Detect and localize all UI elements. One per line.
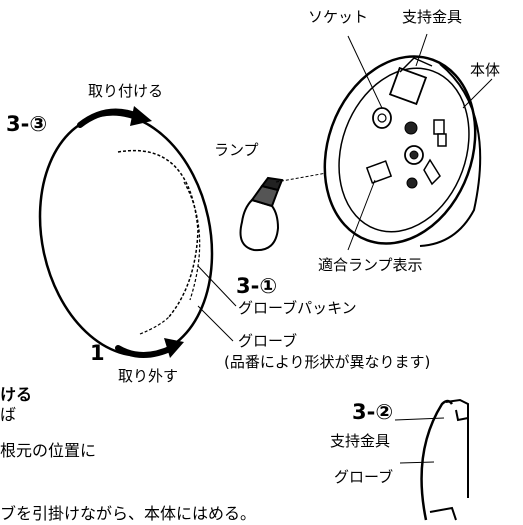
remove-arrow: [115, 338, 184, 358]
socket-label: ソケット: [308, 8, 369, 26]
globe-illustration: [38, 113, 214, 357]
instruction-line-2-fragment: 根元の位置に: [0, 441, 97, 460]
globe-packing-label: グローブパッキン: [238, 299, 357, 317]
detail-globe-label: グローブ: [334, 468, 394, 486]
main-body-label: 本体: [470, 61, 501, 79]
globe-note: (品番により形状が異なります): [224, 353, 431, 371]
lamp-bulb: [239, 176, 284, 252]
main-body-illustration: [323, 55, 482, 247]
remove-label: 取り外す: [118, 367, 179, 385]
attach-label: 取り付ける: [88, 82, 164, 100]
lamp-label: ランプ: [214, 141, 259, 159]
detail-support-bracket-label: 支持金具: [330, 432, 391, 450]
compatible-lamp-display-label: 適合ランプ表示: [318, 256, 423, 274]
attach-arrow: [77, 106, 152, 128]
step-3-2-label: 3-②: [352, 400, 394, 424]
leader-lines: [197, 33, 493, 342]
step-3-1-label: 3-①: [236, 274, 278, 298]
instruction-line-1-fragment: ば: [0, 405, 17, 424]
instruction-heading-fragment: ける: [0, 385, 33, 404]
support-bracket-label: 支持金具: [402, 8, 463, 26]
globe-label: グローブ: [238, 332, 298, 350]
bracket-detail: [394, 398, 469, 521]
step-1-label: 1: [90, 341, 105, 365]
step-3-3-label: 3-③: [6, 112, 48, 136]
instruction-line-3-fragment: ブを引掛けながら、本体にはめる。: [0, 504, 257, 523]
